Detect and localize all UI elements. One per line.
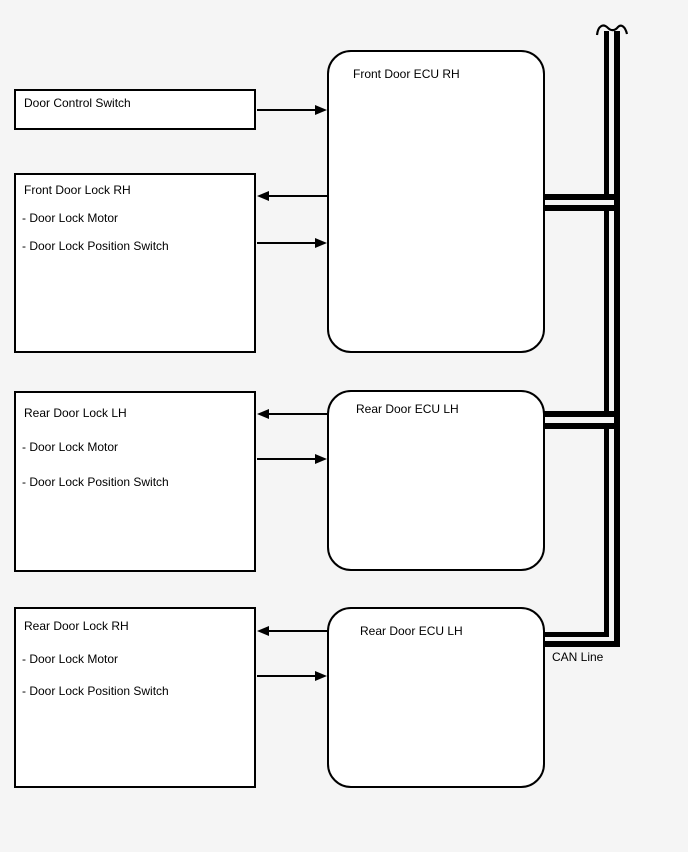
- arrowhead-right-icon: [315, 105, 327, 115]
- box-door-control-switch: Door Control Switch: [14, 89, 256, 130]
- ecu-title: Front Door ECU RH: [353, 67, 460, 81]
- arrow-shaft: [257, 242, 316, 244]
- box-front-door-ecu-rh: Front Door ECU RH: [327, 50, 545, 353]
- box-rear-door-lock-rh: Rear Door Lock RH - Door Lock Motor - Do…: [14, 607, 256, 788]
- can-elbow-outer: [545, 641, 620, 647]
- can-elbow-inner: [545, 632, 609, 637]
- arrow-front-ecu-to-front-door-lock-rh: [257, 190, 327, 202]
- can-line-label: CAN Line: [552, 650, 604, 664]
- can-branch-gap-front-ecu: [603, 200, 610, 205]
- arrow-shaft: [257, 675, 316, 677]
- arrow-shaft: [268, 630, 327, 632]
- box-item-door-lock-position-switch: - Door Lock Position Switch: [22, 239, 169, 253]
- box-title: Rear Door Lock RH: [24, 619, 129, 633]
- can-branch-front-ecu-upper: [545, 194, 620, 200]
- arrow-front-door-lock-rh-to-front-ecu: [257, 237, 327, 249]
- arrow-shaft: [257, 109, 316, 111]
- can-bus-right-rail: [614, 31, 620, 647]
- box-item-door-lock-motor: - Door Lock Motor: [22, 440, 119, 454]
- ecu-title: Rear Door ECU LH: [360, 624, 463, 638]
- box-item-door-lock-position-switch: - Door Lock Position Switch: [22, 475, 169, 489]
- arrowhead-left-icon: [257, 409, 269, 419]
- box-item-door-lock-motor: - Door Lock Motor: [22, 211, 119, 225]
- arrow-rear-door-lock-rh-to-rear-ecu: [257, 670, 327, 682]
- arrowhead-right-icon: [315, 671, 327, 681]
- box-item-door-lock-position-switch: - Door Lock Position Switch: [22, 684, 169, 698]
- arrow-shaft: [268, 195, 327, 197]
- can-branch-gap-rear-ecu: [603, 417, 610, 423]
- arrow-rear-door-lock-lh-to-rear-ecu: [257, 453, 327, 465]
- arrowhead-right-icon: [315, 454, 327, 464]
- box-rear-door-ecu-lh-middle: Rear Door ECU LH: [327, 390, 545, 571]
- box-front-door-lock-rh: Front Door Lock RH - Door Lock Motor - D…: [14, 173, 256, 353]
- box-item-door-lock-motor: - Door Lock Motor: [22, 652, 119, 666]
- can-branch-front-ecu-lower: [545, 205, 620, 211]
- arrowhead-left-icon: [257, 626, 269, 636]
- box-title: Front Door Lock RH: [24, 183, 131, 197]
- box-rear-door-ecu-lh-bottom: Rear Door ECU LH: [327, 607, 545, 788]
- ecu-title: Rear Door ECU LH: [356, 402, 459, 416]
- box-title: Door Control Switch: [24, 96, 131, 110]
- line-break-squiggle-icon: [595, 24, 629, 36]
- arrow-door-control-switch-to-front-ecu: [257, 104, 327, 116]
- arrow-rear-ecu-to-rear-door-lock-rh: [257, 625, 327, 637]
- arrow-shaft: [257, 458, 316, 460]
- box-rear-door-lock-lh: Rear Door Lock LH - Door Lock Motor - Do…: [14, 391, 256, 572]
- can-bus-left-rail: [604, 31, 609, 637]
- arrowhead-left-icon: [257, 191, 269, 201]
- arrow-shaft: [268, 413, 327, 415]
- box-title: Rear Door Lock LH: [24, 406, 127, 420]
- can-branch-rear-ecu-lower: [544, 423, 620, 429]
- can-branch-rear-ecu-upper: [544, 411, 620, 417]
- arrowhead-right-icon: [315, 238, 327, 248]
- arrow-rear-ecu-to-rear-door-lock-lh: [257, 408, 327, 420]
